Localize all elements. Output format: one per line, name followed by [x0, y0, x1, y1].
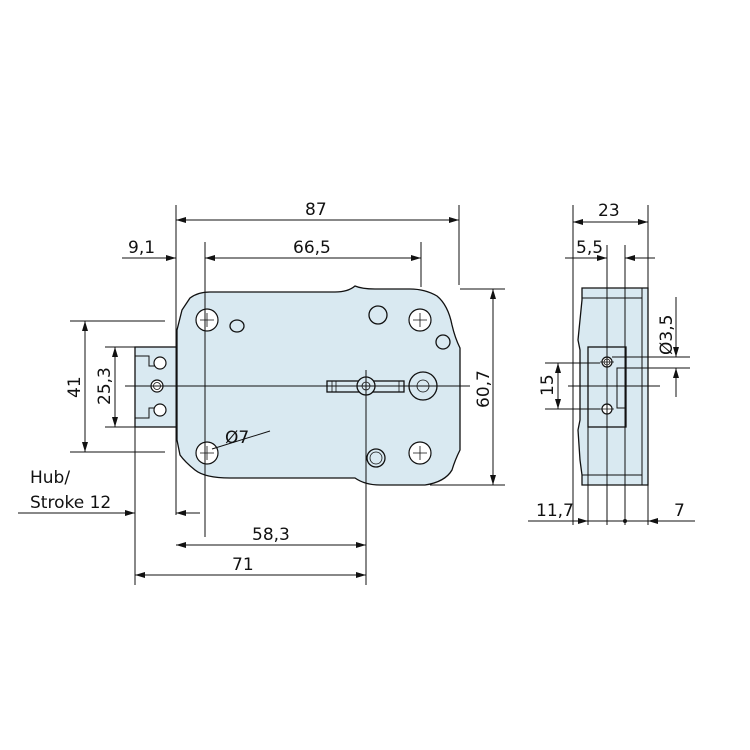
- dim-23: 23: [598, 201, 620, 221]
- dim-60-7: 60,7: [474, 370, 494, 408]
- dim-11-7: 11,7: [536, 501, 574, 521]
- dim-87: 87: [305, 200, 327, 220]
- dim-15: 15: [538, 374, 558, 396]
- front-dimensions: 87 9,1 66,5 41 25,3 60,7 Ø7 Hub/ Stroke …: [18, 200, 505, 585]
- dim-66-5: 66,5: [293, 238, 331, 258]
- dim-9-1: 9,1: [128, 238, 155, 258]
- dim-7: 7: [674, 501, 685, 521]
- dim-dia-7: Ø7: [225, 428, 249, 448]
- dim-58-3: 58,3: [252, 525, 290, 545]
- mounting-holes: [195, 308, 432, 465]
- dim-71: 71: [232, 555, 254, 575]
- side-dimensions: 23 5,5 Ø3,5 15 11,7 7: [528, 201, 695, 525]
- dim-41: 41: [65, 376, 85, 398]
- dim-25-3: 25,3: [95, 367, 115, 405]
- dim-dia-3-5: Ø3,5: [657, 315, 677, 355]
- stroke-label: Stroke 12: [30, 493, 111, 513]
- hub-label: Hub/: [30, 468, 70, 488]
- dim-5-5: 5,5: [576, 238, 603, 258]
